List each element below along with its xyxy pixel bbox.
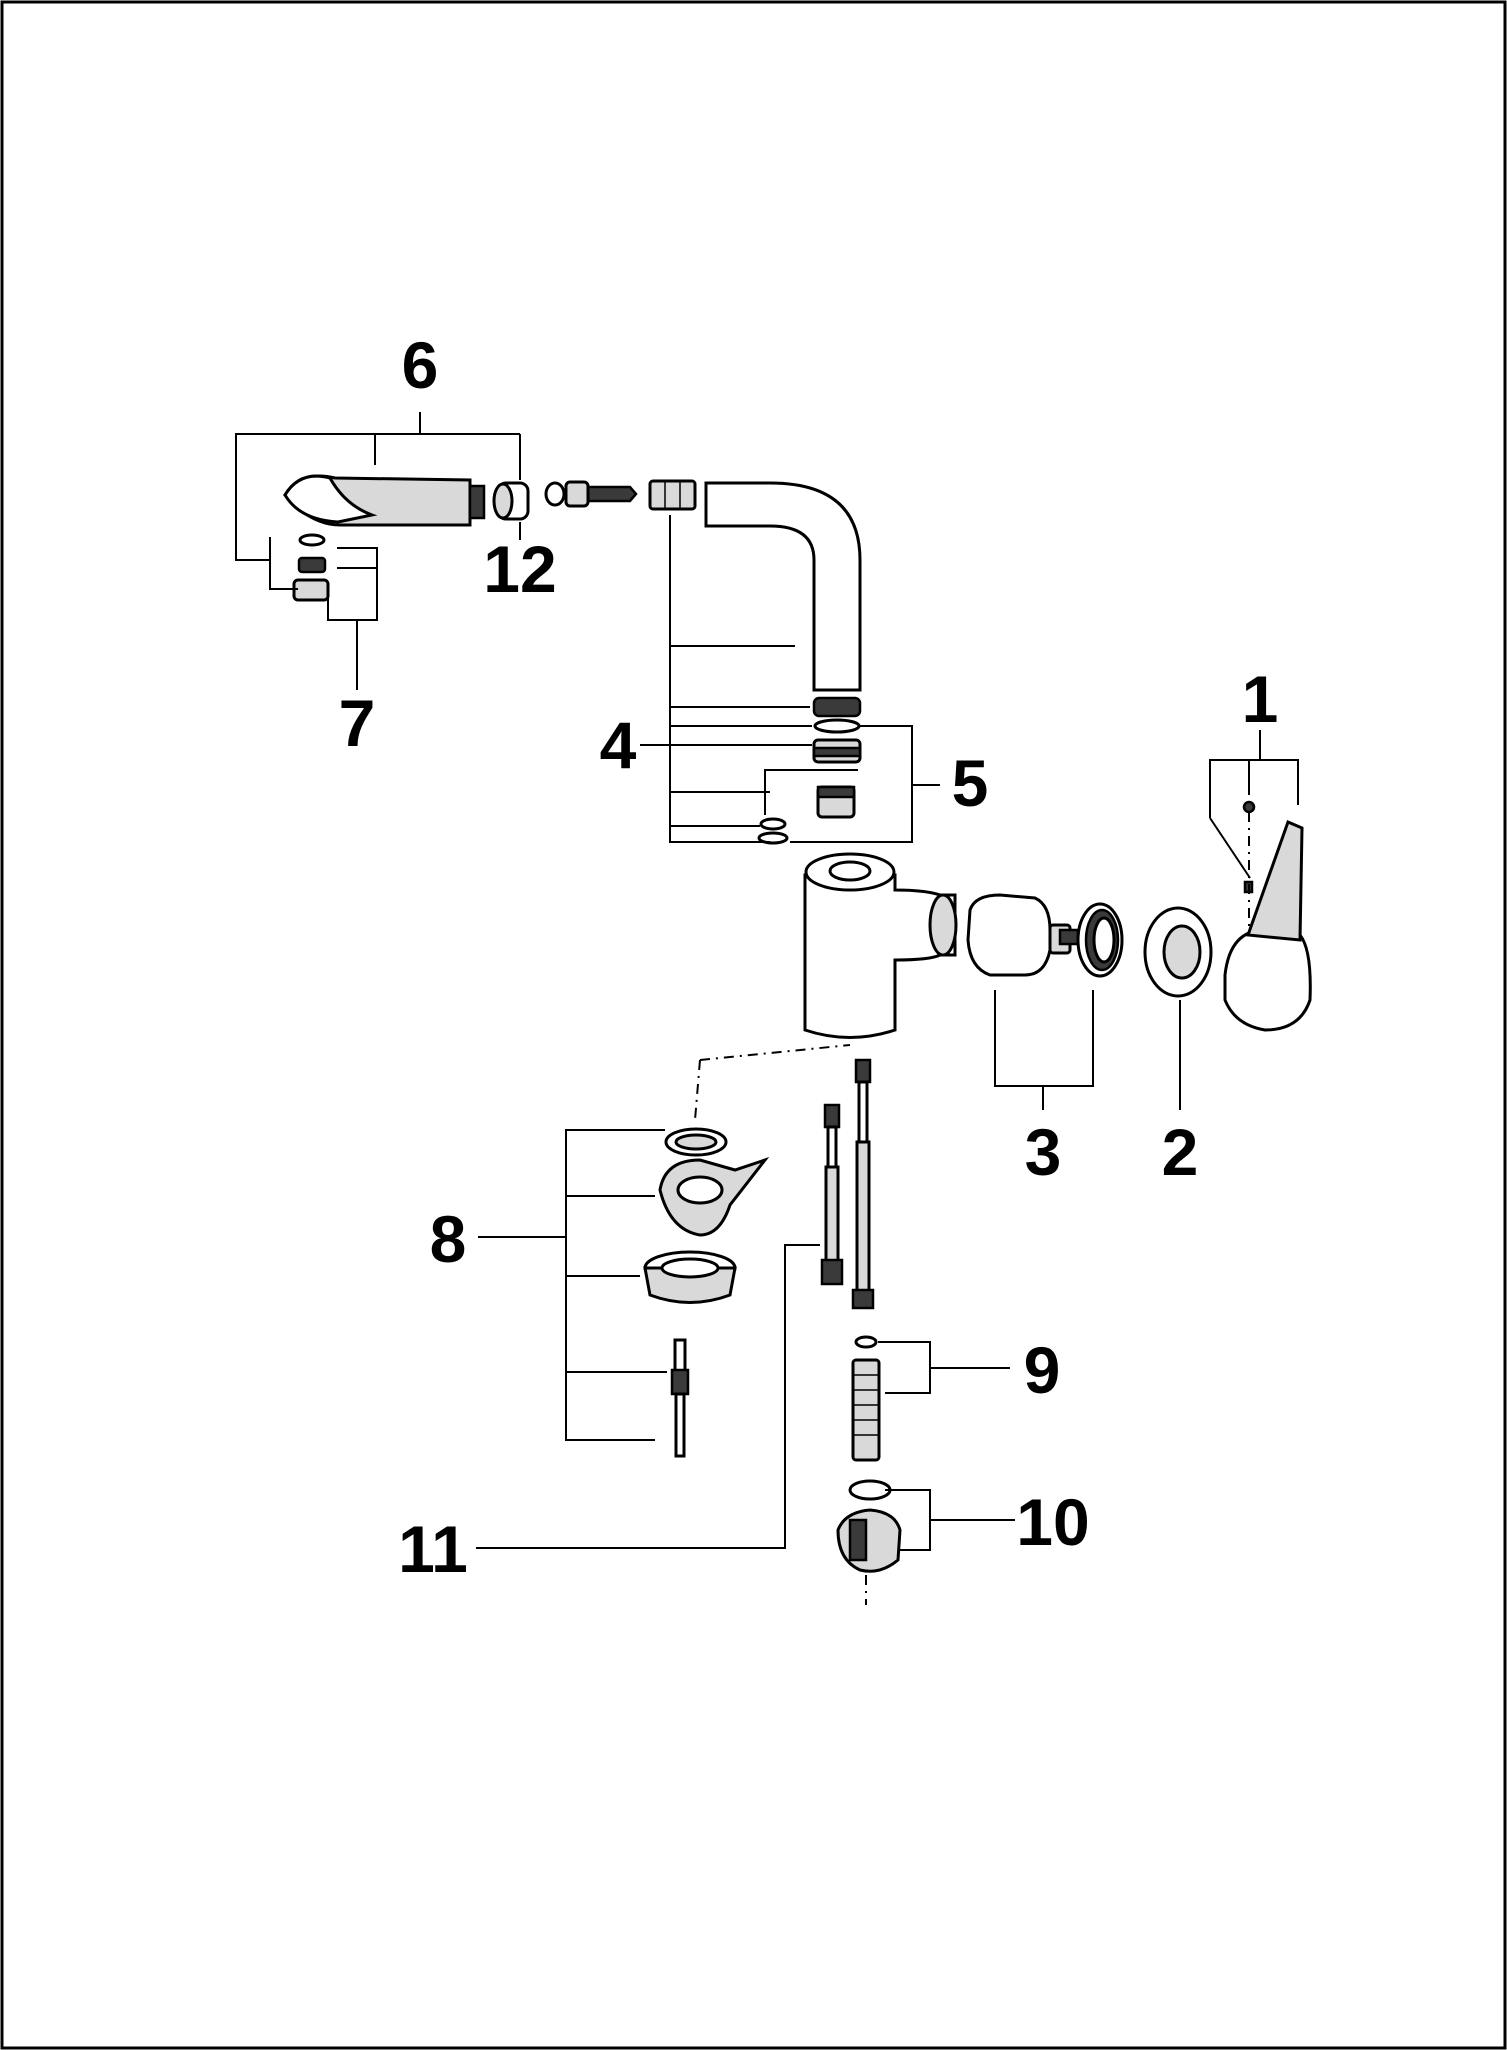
cartridge-part	[966, 893, 1124, 978]
tube-seal-rings	[812, 696, 862, 764]
aerator-parts	[292, 533, 330, 602]
callout-5: 5	[952, 746, 989, 820]
mounting-axis-drop	[694, 1059, 701, 1121]
leader-lines	[235, 412, 1299, 1551]
spout-tube-part	[704, 481, 862, 692]
mounting-stud-part	[851, 1335, 881, 1462]
base-gasket-part	[664, 1127, 728, 1157]
spout-nut-part	[492, 481, 530, 521]
base-plate-part	[658, 1157, 770, 1237]
diverter-cartridge-part	[757, 785, 856, 845]
mixer-body-part	[803, 852, 958, 1039]
callout-9: 9	[1024, 1333, 1061, 1407]
threaded-rod-part	[670, 1338, 690, 1458]
supply-hose-left-part	[820, 1103, 844, 1286]
callout-4: 4	[600, 708, 637, 782]
callout-3: 3	[1025, 1115, 1062, 1189]
callout-6: 6	[402, 328, 439, 402]
callout-8: 8	[430, 1202, 467, 1276]
cover-ring-part	[1143, 906, 1213, 998]
mounting-axis-line	[699, 1044, 851, 1061]
callout-10: 10	[1016, 1485, 1089, 1559]
callout-7: 7	[339, 686, 376, 760]
callout-12: 12	[483, 532, 556, 606]
callout-1: 1	[1242, 662, 1279, 736]
lever-handle-part	[1223, 800, 1312, 1032]
fixing-nut-part	[836, 1479, 902, 1605]
supply-hose-right-part	[851, 1058, 875, 1310]
spout-head-part	[283, 474, 486, 527]
hose-connector-part	[544, 480, 638, 508]
mounting-bracket-part	[643, 1250, 737, 1304]
tube-sleeve-part	[648, 479, 697, 511]
callout-11: 11	[398, 1512, 468, 1586]
callout-2: 2	[1162, 1115, 1199, 1189]
